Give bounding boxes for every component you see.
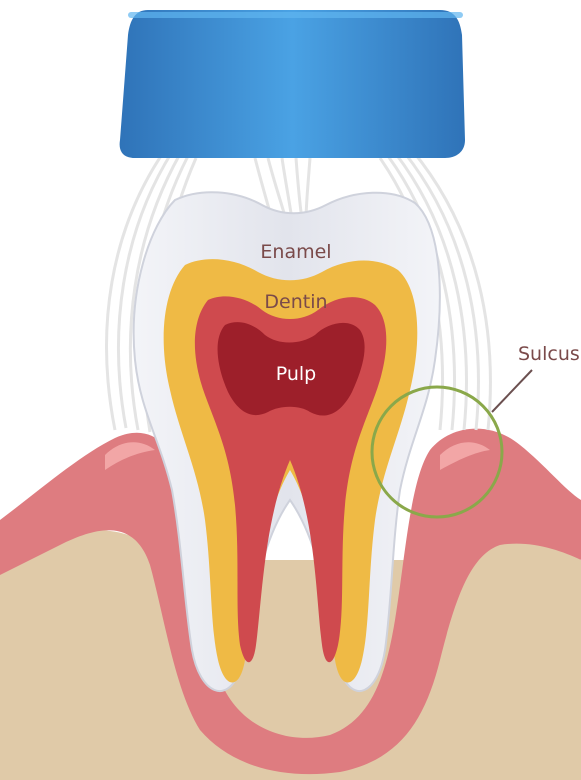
toothbrush-head-icon: [120, 10, 465, 158]
sulcus-pointer-line: [492, 370, 532, 412]
sulcus-label: Sulcus: [518, 343, 580, 365]
pulp-label: Pulp: [276, 363, 317, 385]
dentin-label: Dentin: [264, 291, 327, 313]
enamel-label: Enamel: [260, 241, 331, 263]
